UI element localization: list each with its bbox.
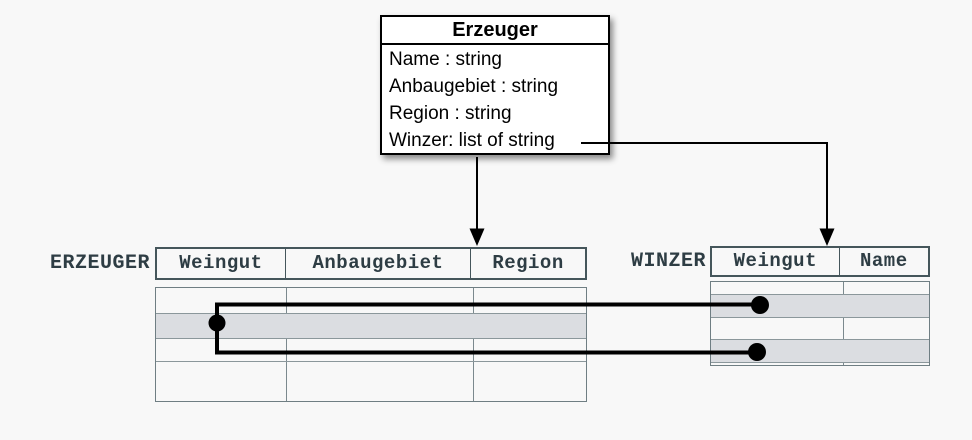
erzeuger-row-line — [156, 361, 586, 362]
erzeuger-header-row: Weingut Anbaugebiet Region — [155, 247, 587, 280]
erzeuger-header-cell-anbaugebiet: Anbaugebiet — [286, 249, 472, 278]
erzeuger-highlighted-row — [156, 313, 586, 338]
winzer-table-label: WINZER — [630, 250, 706, 273]
winzer-row-line — [711, 294, 929, 295]
erzeuger-body-table — [155, 287, 587, 402]
class-attribute-anbaugebiet: Anbaugebiet : string — [389, 76, 559, 97]
class-attribute-winzer: Winzer: list of string — [389, 130, 555, 151]
winzer-highlighted-row-2 — [711, 339, 929, 362]
winzer-header-cell-name: Name — [860, 250, 908, 272]
erzeuger-column-divider — [473, 288, 474, 401]
erzeuger-row-line — [156, 313, 586, 314]
erzeuger-table-label: ERZEUGER — [49, 252, 150, 275]
winzer-column-divider — [843, 282, 844, 365]
erzeuger-column-divider — [286, 288, 287, 401]
erzeuger-row-line — [156, 338, 586, 339]
winzer-row-line — [711, 317, 929, 318]
arrow-class-to-winzer-table — [581, 142, 835, 246]
winzer-header-cell-weingut: Weingut — [712, 248, 840, 275]
winzer-row-line — [711, 362, 929, 363]
erzeuger-header-cell-region: Region — [492, 252, 564, 274]
winzer-row-line — [711, 339, 929, 340]
class-attributes: Name : string Anbaugebiet : string Regio… — [382, 45, 608, 154]
arrow-class-to-erzeuger-table — [469, 157, 485, 246]
winzer-header-row: Weingut Name — [710, 246, 930, 277]
uml-class-box: Erzeuger Name : string Anbaugebiet : str… — [380, 15, 610, 155]
erzeuger-header-cell-weingut: Weingut — [157, 249, 286, 278]
class-attribute-name: Name : string — [389, 49, 502, 70]
class-attribute-region: Region : string — [389, 103, 512, 124]
winzer-body-table — [710, 281, 930, 366]
winzer-highlighted-row-1 — [711, 294, 929, 317]
class-title: Erzeuger — [382, 17, 608, 45]
